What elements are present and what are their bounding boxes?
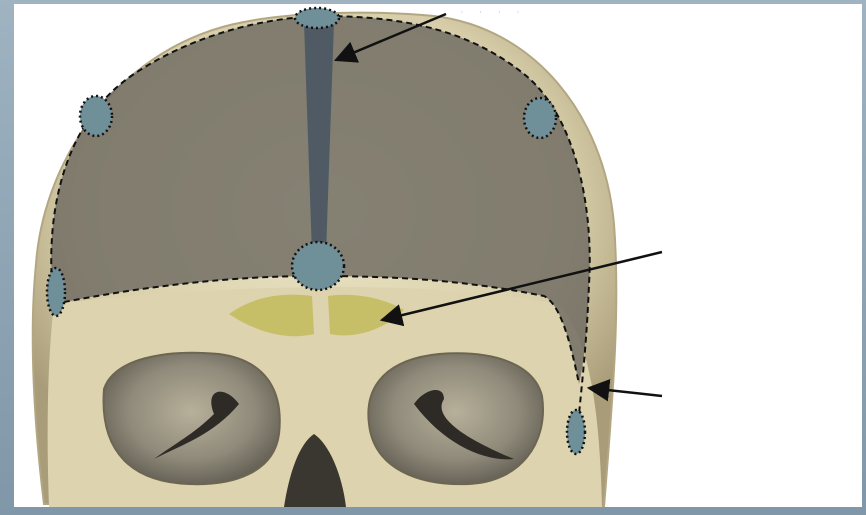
left-orbit [104,353,280,484]
right-lateral-fontanelle [567,410,585,454]
left-lateral-fontanelle [47,268,65,316]
diagram-canvas: · · · · [14,4,862,507]
left-sphenoid-fontanelle [80,96,112,136]
anterior-fontanelle-top [295,8,339,28]
nasion-fontanelle [292,242,344,290]
skull-illustration [14,4,862,507]
right-orbit [368,353,543,484]
right-sphenoid-fontanelle [524,98,556,138]
